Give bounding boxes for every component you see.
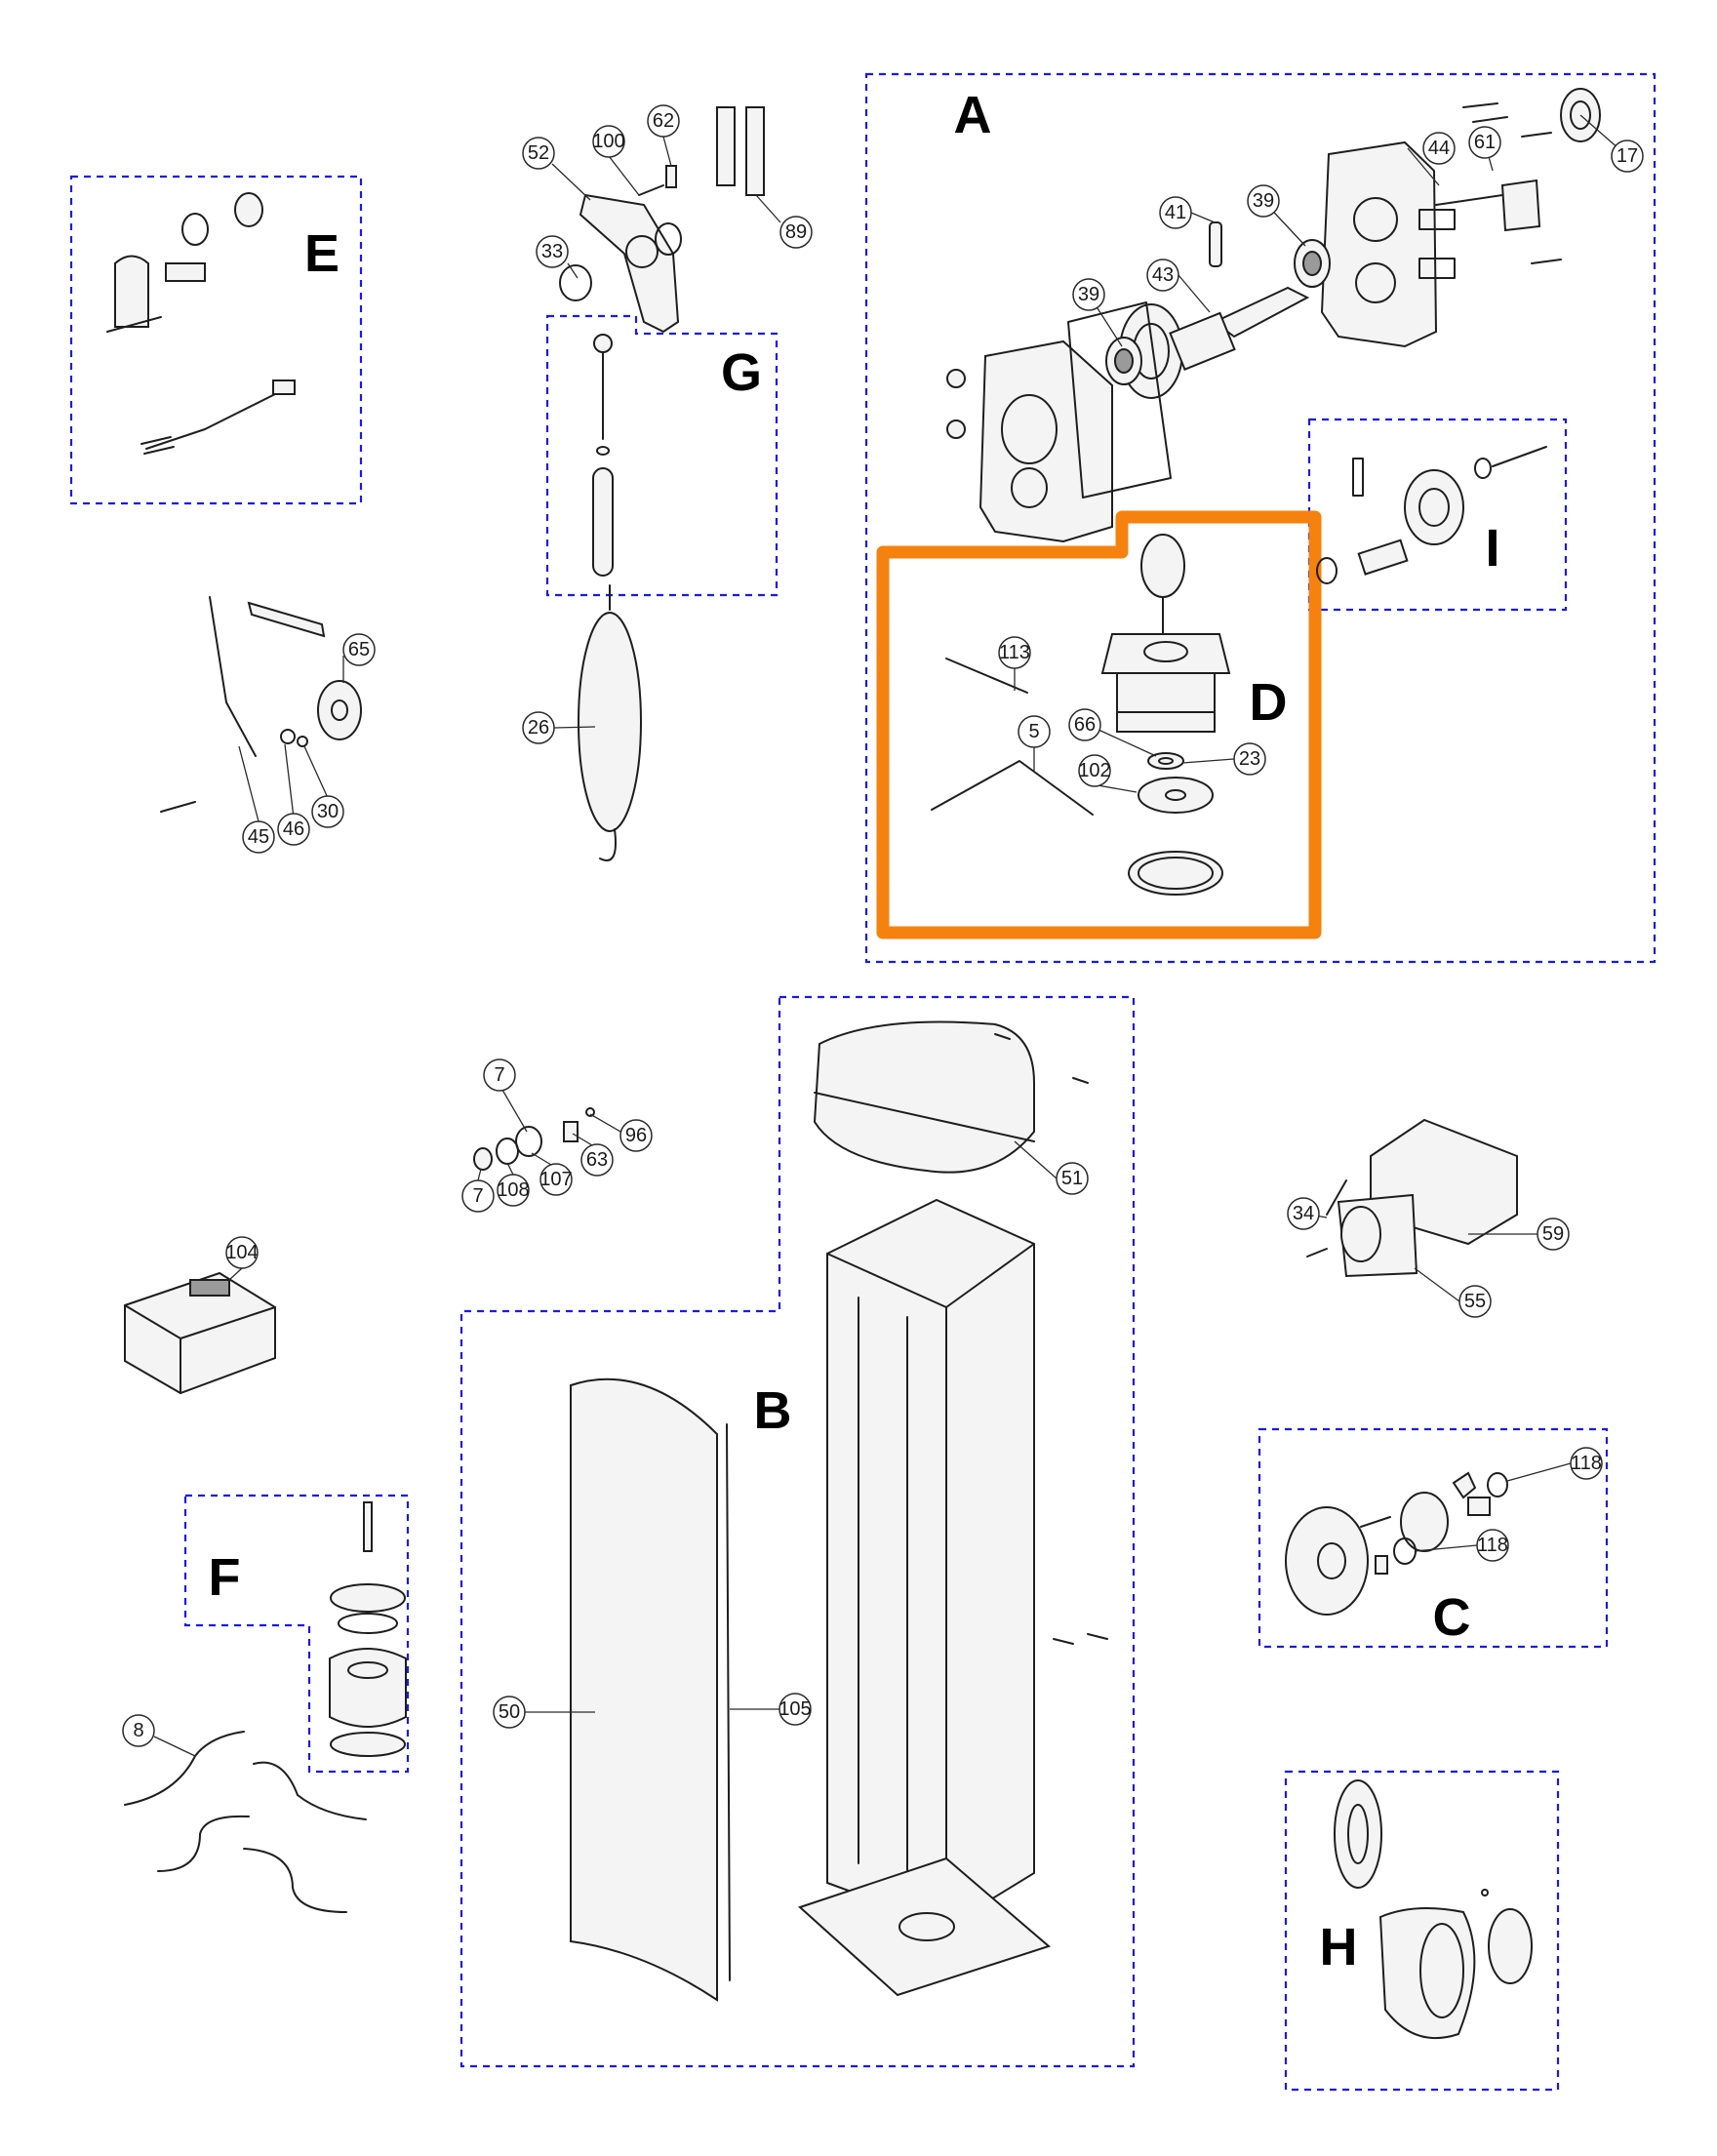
callout-34: 34 xyxy=(1293,1203,1314,1224)
part-group-g xyxy=(559,106,765,861)
callout-62: 62 xyxy=(653,110,674,132)
group-label-e: E xyxy=(304,224,339,283)
callout-59: 59 xyxy=(1542,1223,1564,1245)
callout-100: 100 xyxy=(592,131,624,152)
part-group-h xyxy=(1334,1779,1533,2040)
group-box-c xyxy=(1258,1427,1609,1649)
callout-105: 105 xyxy=(779,1698,811,1720)
part-group-a xyxy=(946,88,1601,543)
callout-26: 26 xyxy=(528,717,549,739)
group-box-h xyxy=(1284,1770,1560,2092)
callout-46: 46 xyxy=(283,818,304,840)
part-group-f xyxy=(329,1501,407,1757)
callout-51: 51 xyxy=(1061,1168,1083,1189)
highlight-group-d xyxy=(876,510,1322,939)
callout-45: 45 xyxy=(248,826,269,848)
group-box-i xyxy=(1307,418,1568,612)
part-group-d xyxy=(931,534,1231,896)
callout-61: 61 xyxy=(1474,132,1496,153)
callout-7-upper: 7 xyxy=(494,1064,504,1086)
group-box-e xyxy=(69,175,363,505)
part-group-e xyxy=(106,192,296,455)
group-label-h: H xyxy=(1320,1918,1358,1976)
callout-39-lower: 39 xyxy=(1078,284,1099,305)
part-group-control-board xyxy=(124,1271,276,1395)
group-label-d: D xyxy=(1250,673,1288,732)
group-box-f xyxy=(183,1494,410,1774)
callout-113: 113 xyxy=(999,642,1030,663)
callout-96: 96 xyxy=(625,1125,647,1146)
group-box-b xyxy=(459,995,1136,2068)
group-box-a xyxy=(864,72,1657,964)
callout-102: 102 xyxy=(1078,760,1110,781)
callout-66: 66 xyxy=(1074,714,1096,736)
callout-108: 108 xyxy=(497,1179,529,1201)
callout-65: 65 xyxy=(348,639,370,660)
callout-5: 5 xyxy=(1028,721,1039,742)
group-label-i: I xyxy=(1485,519,1499,578)
callout-63: 63 xyxy=(586,1149,608,1171)
part-group-b xyxy=(570,1020,1108,2002)
callout-39-upper: 39 xyxy=(1253,190,1274,212)
part-group-cables xyxy=(124,1731,367,1913)
callout-44: 44 xyxy=(1428,138,1450,159)
callout-8: 8 xyxy=(133,1720,143,1741)
callout-107: 107 xyxy=(539,1169,572,1190)
callout-7-lower: 7 xyxy=(472,1185,483,1207)
callout-118-lower: 118 xyxy=(1477,1535,1508,1556)
callout-118-upper: 118 xyxy=(1571,1453,1602,1474)
callout-43: 43 xyxy=(1152,264,1174,286)
callout-55: 55 xyxy=(1464,1291,1486,1312)
group-label-f: F xyxy=(209,1548,241,1607)
callout-104: 104 xyxy=(225,1242,258,1263)
part-group-c xyxy=(1285,1471,1508,1616)
callout-41: 41 xyxy=(1165,202,1186,223)
callout-30: 30 xyxy=(317,801,339,822)
group-label-g: G xyxy=(721,343,762,402)
group-label-b: B xyxy=(754,1381,792,1440)
part-group-small-hardware xyxy=(473,1107,595,1171)
callout-50: 50 xyxy=(499,1701,520,1723)
part-group-mount-bracket xyxy=(1306,1118,1518,1278)
part-group-i xyxy=(1316,446,1547,584)
callout-23: 23 xyxy=(1239,748,1260,770)
group-label-c: C xyxy=(1433,1588,1471,1647)
group-label-a: A xyxy=(954,86,992,144)
callout-17: 17 xyxy=(1617,145,1638,167)
callout-89: 89 xyxy=(785,221,807,243)
callout-52: 52 xyxy=(528,142,549,164)
part-group-lever xyxy=(160,596,362,813)
group-box-g xyxy=(545,314,779,597)
callout-33: 33 xyxy=(541,241,563,262)
callouts: 17 44 61 41 39 39 43 113 66 5 23 xyxy=(122,104,1644,1757)
